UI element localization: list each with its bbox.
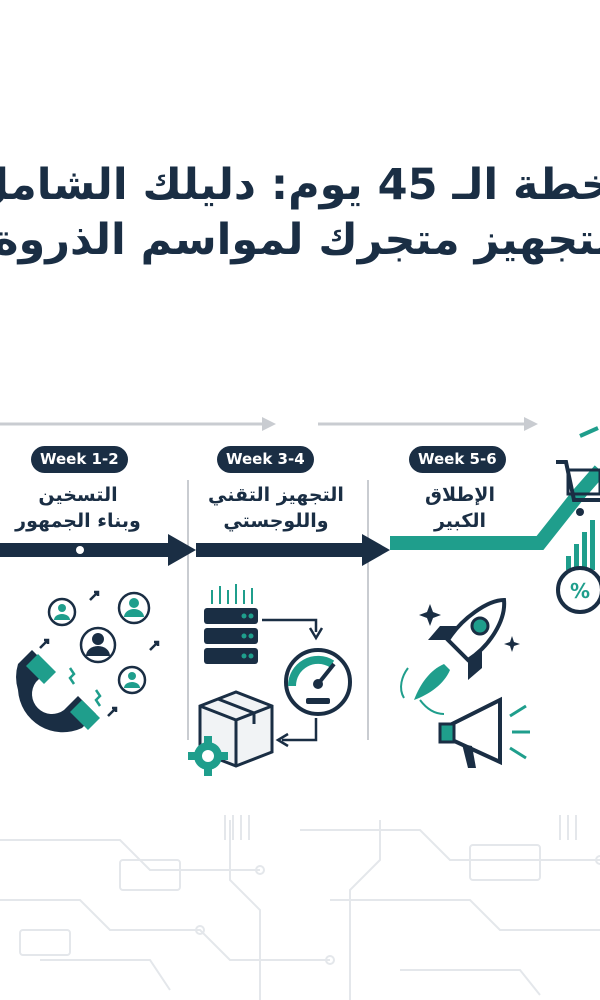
phase-label-1-line2: وبناء الجمهور (15, 510, 141, 532)
phase-label-3: الإطلاق الكبير (380, 482, 540, 534)
phase-label-2-line2: واللوجستي (223, 510, 329, 532)
server-icon (204, 584, 324, 664)
circuit-background (0, 815, 600, 1000)
speedometer-icon (284, 648, 352, 716)
shopping-cart-icon (556, 426, 600, 516)
page-title-line-1: خطة الـ 45 يوم: دليلك الشامل (0, 160, 600, 210)
growth-bars (566, 520, 595, 570)
percent-badge-icon: % (556, 566, 600, 614)
main-timeline-arrow (0, 465, 600, 566)
phase-separators (187, 480, 369, 740)
top-progress-arrows (0, 417, 538, 431)
week-pill-3: Week 5-6 (409, 446, 506, 473)
svg-text:%: % (570, 579, 590, 603)
phase-label-1: التسخين وبناء الجمهور (0, 482, 158, 534)
phase-label-1-line1: التسخين (38, 484, 118, 506)
gear-icon (188, 736, 228, 776)
phase-label-3-line1: الإطلاق (425, 484, 495, 506)
rocket-icon (400, 597, 520, 715)
users-icon (39, 590, 160, 717)
phase-label-2-line1: التجهيز التقني (208, 484, 344, 506)
phase-label-3-line2: الكبير (433, 510, 487, 532)
page-title-line-2: لتجهيز متجرك لمواسم الذروة (0, 215, 600, 265)
week-pill-1: Week 1-2 (31, 446, 128, 473)
magnet-icon (16, 650, 100, 733)
week-pill-2: Week 3-4 (217, 446, 314, 473)
phase-label-2: التجهيز التقني واللوجستي (196, 482, 356, 534)
megaphone-icon (438, 696, 530, 768)
